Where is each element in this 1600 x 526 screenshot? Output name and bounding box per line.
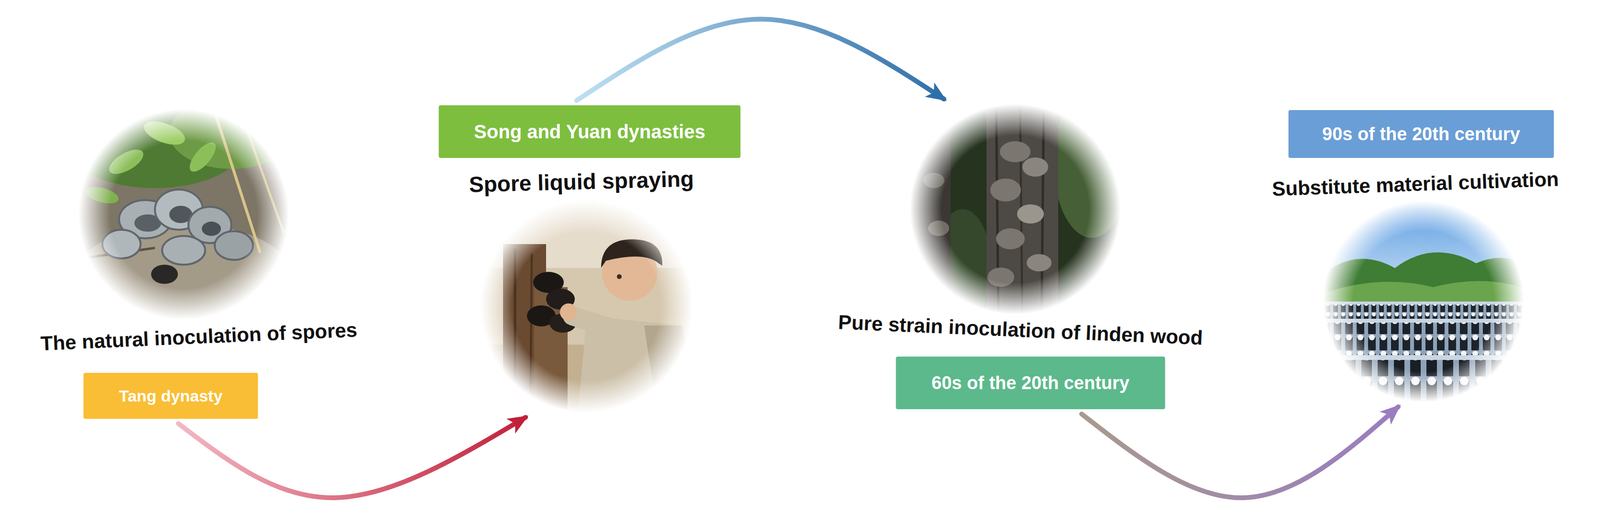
illustration-part	[169, 97, 294, 169]
illustration-part	[990, 178, 1021, 202]
illustration-part	[514, 248, 517, 417]
flow-arrow	[1081, 406, 1399, 498]
stage-caption: Substitute material cultivation	[1271, 166, 1559, 201]
period-badge: 60s of the 20th century	[895, 356, 1165, 409]
stage-caption: The natural inoculation of spores	[40, 317, 358, 356]
illustration-part	[572, 315, 611, 328]
stage-group: Pure strain inoculation of linden wood 60…	[834, 100, 1206, 412]
stage-caption: Spore liquid spraying	[468, 165, 695, 198]
flow-arrow	[178, 416, 526, 498]
stage-group: The natural inoculation of sporesTang dy…	[37, 106, 361, 422]
stage-group: Song and Yuan dynastiesSpore liquid spra…	[436, 102, 744, 416]
illustration-part	[64, 97, 299, 329]
illustration-part	[1313, 191, 1534, 417]
period-badge: 90s of the 20th century	[1288, 109, 1554, 158]
illustration-part	[78, 223, 289, 320]
illustration-part	[471, 191, 702, 421]
illustration-part	[1313, 301, 1534, 417]
illustration-part	[162, 235, 206, 265]
illustration-part	[999, 141, 1031, 163]
illustration-part	[105, 144, 147, 179]
field-picture	[1313, 191, 1534, 417]
illustration-part	[914, 94, 951, 324]
illustration-part	[986, 94, 1059, 324]
farmer-picture	[471, 191, 702, 421]
illustration-part	[214, 230, 253, 260]
illustration-part	[987, 267, 1015, 287]
illustration-part	[996, 94, 999, 324]
illustration-part	[84, 183, 121, 207]
illustration-part	[1313, 359, 1534, 413]
illustration-part	[644, 325, 700, 421]
illustration-part	[616, 273, 622, 279]
illustration-part	[601, 239, 663, 268]
illustration-part	[471, 191, 702, 421]
illustration-part	[1053, 84, 1130, 238]
illustration-part	[1022, 157, 1049, 177]
illustration-part	[201, 221, 221, 236]
illustration-part	[1313, 322, 1534, 355]
illustration-part	[530, 253, 532, 417]
illustration-part	[151, 264, 178, 284]
illustration-part	[1017, 204, 1044, 224]
illustration-part	[928, 220, 950, 236]
forest-floor-picture	[64, 97, 299, 329]
period-badge: Tang dynasty	[83, 372, 258, 419]
illustration-part	[141, 116, 188, 150]
illustration-part	[559, 303, 578, 321]
illustration-part	[996, 228, 1025, 250]
illustration-part	[185, 138, 220, 176]
illustration-part	[236, 99, 285, 234]
flow-arrow	[576, 19, 944, 101]
illustration-part	[900, 84, 1130, 324]
stage-group: 90s of the 20th centurySubstitute materi…	[1268, 107, 1562, 405]
illustration-part	[923, 172, 945, 188]
illustration-part	[102, 229, 141, 259]
linden-log-picture	[900, 84, 1130, 324]
stage-caption: Pure strain inoculation of linden wood	[837, 309, 1204, 351]
illustration-part	[1026, 253, 1052, 272]
period-badge: Song and Yuan dynasties	[438, 105, 741, 158]
illustration-part	[1313, 304, 1534, 319]
